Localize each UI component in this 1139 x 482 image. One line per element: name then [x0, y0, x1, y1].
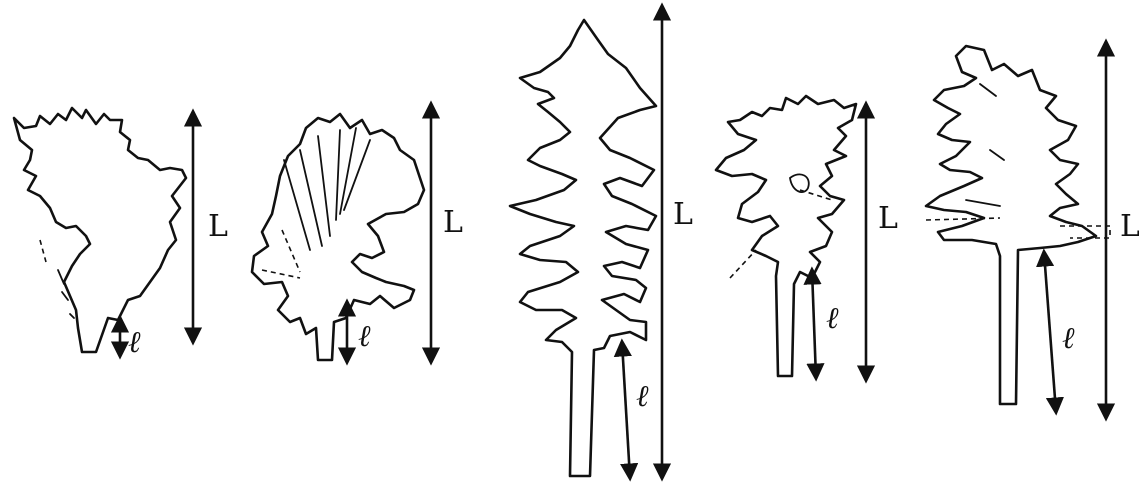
tree-5-stem-label: ℓ — [1062, 321, 1075, 356]
tree-1: L ℓ — [14, 108, 228, 360]
tree-3: L ℓ — [510, 6, 693, 478]
tree-2-length-label: L — [443, 205, 463, 240]
tree-4-length-label: L — [878, 201, 898, 236]
tree-4-inner-loop — [790, 174, 809, 192]
tree-2: L ℓ — [252, 104, 463, 362]
tree-1-outline — [14, 108, 186, 352]
tree-4-stem-label: ℓ — [826, 301, 839, 336]
tree-3-length-label: L — [673, 197, 693, 232]
tree-1-dash-branch — [40, 240, 46, 262]
tree-2-outline — [252, 114, 424, 360]
tree-4-stem-arrow — [812, 270, 816, 378]
tree-5-stem-arrow — [1044, 252, 1056, 412]
tree-3-outline — [510, 20, 656, 476]
tree-4: L ℓ — [716, 96, 898, 380]
tree-3-stem-label: ℓ — [636, 379, 649, 414]
tree-5-length-label: L — [1120, 209, 1139, 244]
tree-4-dash-branches — [730, 190, 832, 278]
tree-2-dash-branches — [262, 230, 300, 278]
tree-2-stem-label: ℓ — [358, 319, 371, 354]
tree-1-length-label: L — [208, 209, 228, 244]
tree-3-stem-arrow — [622, 342, 630, 478]
tree-5-inner-marks — [966, 84, 1004, 206]
tree-5: L ℓ — [926, 42, 1139, 418]
tree-1-stem-label: ℓ — [128, 325, 141, 360]
